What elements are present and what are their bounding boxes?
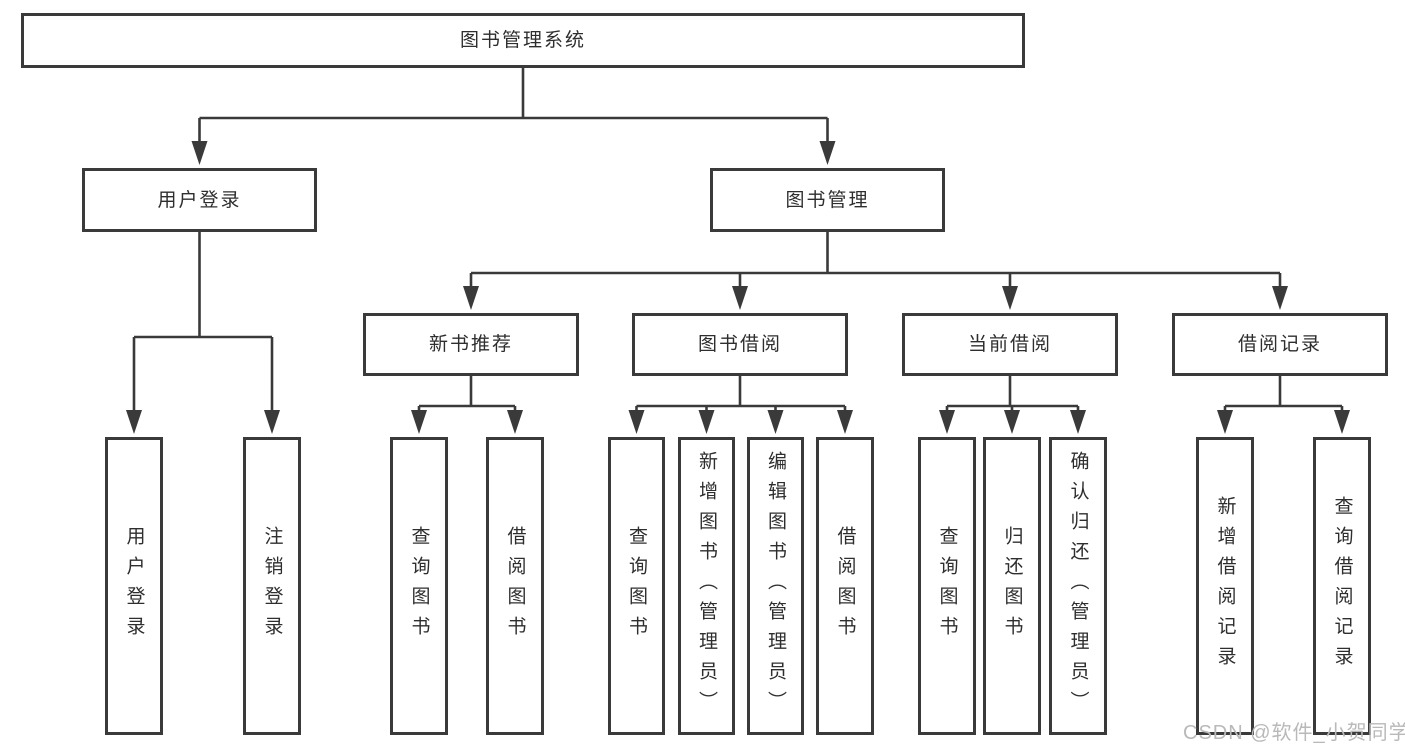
node-label: 图书管理 <box>785 189 870 211</box>
node-leaf-edit-book: 编辑图书（管理员） <box>747 437 804 735</box>
node-label: 注销登录 <box>261 526 283 646</box>
node-leaf-logout: 注销登录 <box>243 437 301 735</box>
node-label: 确认归还（管理员） <box>1067 451 1089 721</box>
node-label: 查询图书 <box>626 526 647 646</box>
arrowhead-icon <box>732 286 748 310</box>
node-leaf-user-login: 用户登录 <box>105 437 163 735</box>
arrowhead-icon <box>1070 410 1086 434</box>
arrowhead-icon <box>819 141 836 165</box>
node-label: 新增图书（管理员） <box>696 451 717 721</box>
node-book-mgmt: 图书管理 <box>710 168 945 232</box>
arrowhead-icon <box>1272 286 1288 310</box>
node-label: 用户登录 <box>157 189 242 211</box>
node-label: 图书借阅 <box>697 334 782 355</box>
node-label: 新增借阅记录 <box>1214 496 1236 676</box>
node-leaf-query-book-2: 查询图书 <box>608 437 665 735</box>
node-label: 查询图书 <box>408 526 430 646</box>
node-leaf-confirm-return: 确认归还（管理员） <box>1049 437 1107 735</box>
node-leaf-borrow-book-1: 借阅图书 <box>486 437 544 735</box>
node-leaf-add-book: 新增图书（管理员） <box>678 437 735 735</box>
arrowhead-icon <box>1002 286 1018 310</box>
node-borrow-records: 借阅记录 <box>1172 313 1388 376</box>
node-leaf-query-book-3: 查询图书 <box>918 437 976 735</box>
arrowhead-icon <box>411 410 427 434</box>
node-label: 当前借阅 <box>967 334 1052 355</box>
arrowhead-icon <box>698 410 715 434</box>
node-book-borrow: 图书借阅 <box>632 313 848 376</box>
watermark: CSDN @软件_小贺同学 <box>1183 722 1405 744</box>
node-label: 归还图书 <box>1001 526 1023 646</box>
arrowhead-icon <box>767 410 784 434</box>
node-leaf-query-book-1: 查询图书 <box>390 437 448 735</box>
node-leaf-query-borrow-record: 查询借阅记录 <box>1313 437 1371 735</box>
arrowhead-icon <box>1334 410 1350 434</box>
node-label: 用户登录 <box>123 526 145 646</box>
node-root: 图书管理系统 <box>21 13 1025 68</box>
node-new-book-rec: 新书推荐 <box>363 313 579 376</box>
arrowhead-icon <box>1217 410 1233 434</box>
arrowhead-icon <box>191 141 208 165</box>
node-leaf-borrow-book-2: 借阅图书 <box>816 437 874 735</box>
arrowhead-icon <box>837 410 853 434</box>
arrowhead-icon <box>507 410 523 434</box>
arrowhead-icon <box>463 286 479 310</box>
arrowhead-icon <box>264 410 280 434</box>
arrowhead-icon <box>939 410 955 434</box>
node-label: 图书管理系统 <box>459 30 586 51</box>
node-current-borrow: 当前借阅 <box>902 313 1118 376</box>
node-user-login: 用户登录 <box>82 168 317 232</box>
node-leaf-add-borrow-record: 新增借阅记录 <box>1196 437 1254 735</box>
node-label: 新书推荐 <box>428 334 513 355</box>
node-label: 查询借阅记录 <box>1331 496 1353 676</box>
node-label: 查询图书 <box>936 526 958 646</box>
node-label: 借阅图书 <box>504 526 526 646</box>
node-leaf-return-book: 归还图书 <box>983 437 1041 735</box>
arrowhead-icon <box>628 410 645 434</box>
arrowhead-icon <box>126 410 142 434</box>
arrowhead-icon <box>1004 410 1020 434</box>
node-label: 借阅图书 <box>834 526 856 646</box>
node-label: 借阅记录 <box>1237 334 1322 355</box>
node-label: 编辑图书（管理员） <box>765 451 786 721</box>
